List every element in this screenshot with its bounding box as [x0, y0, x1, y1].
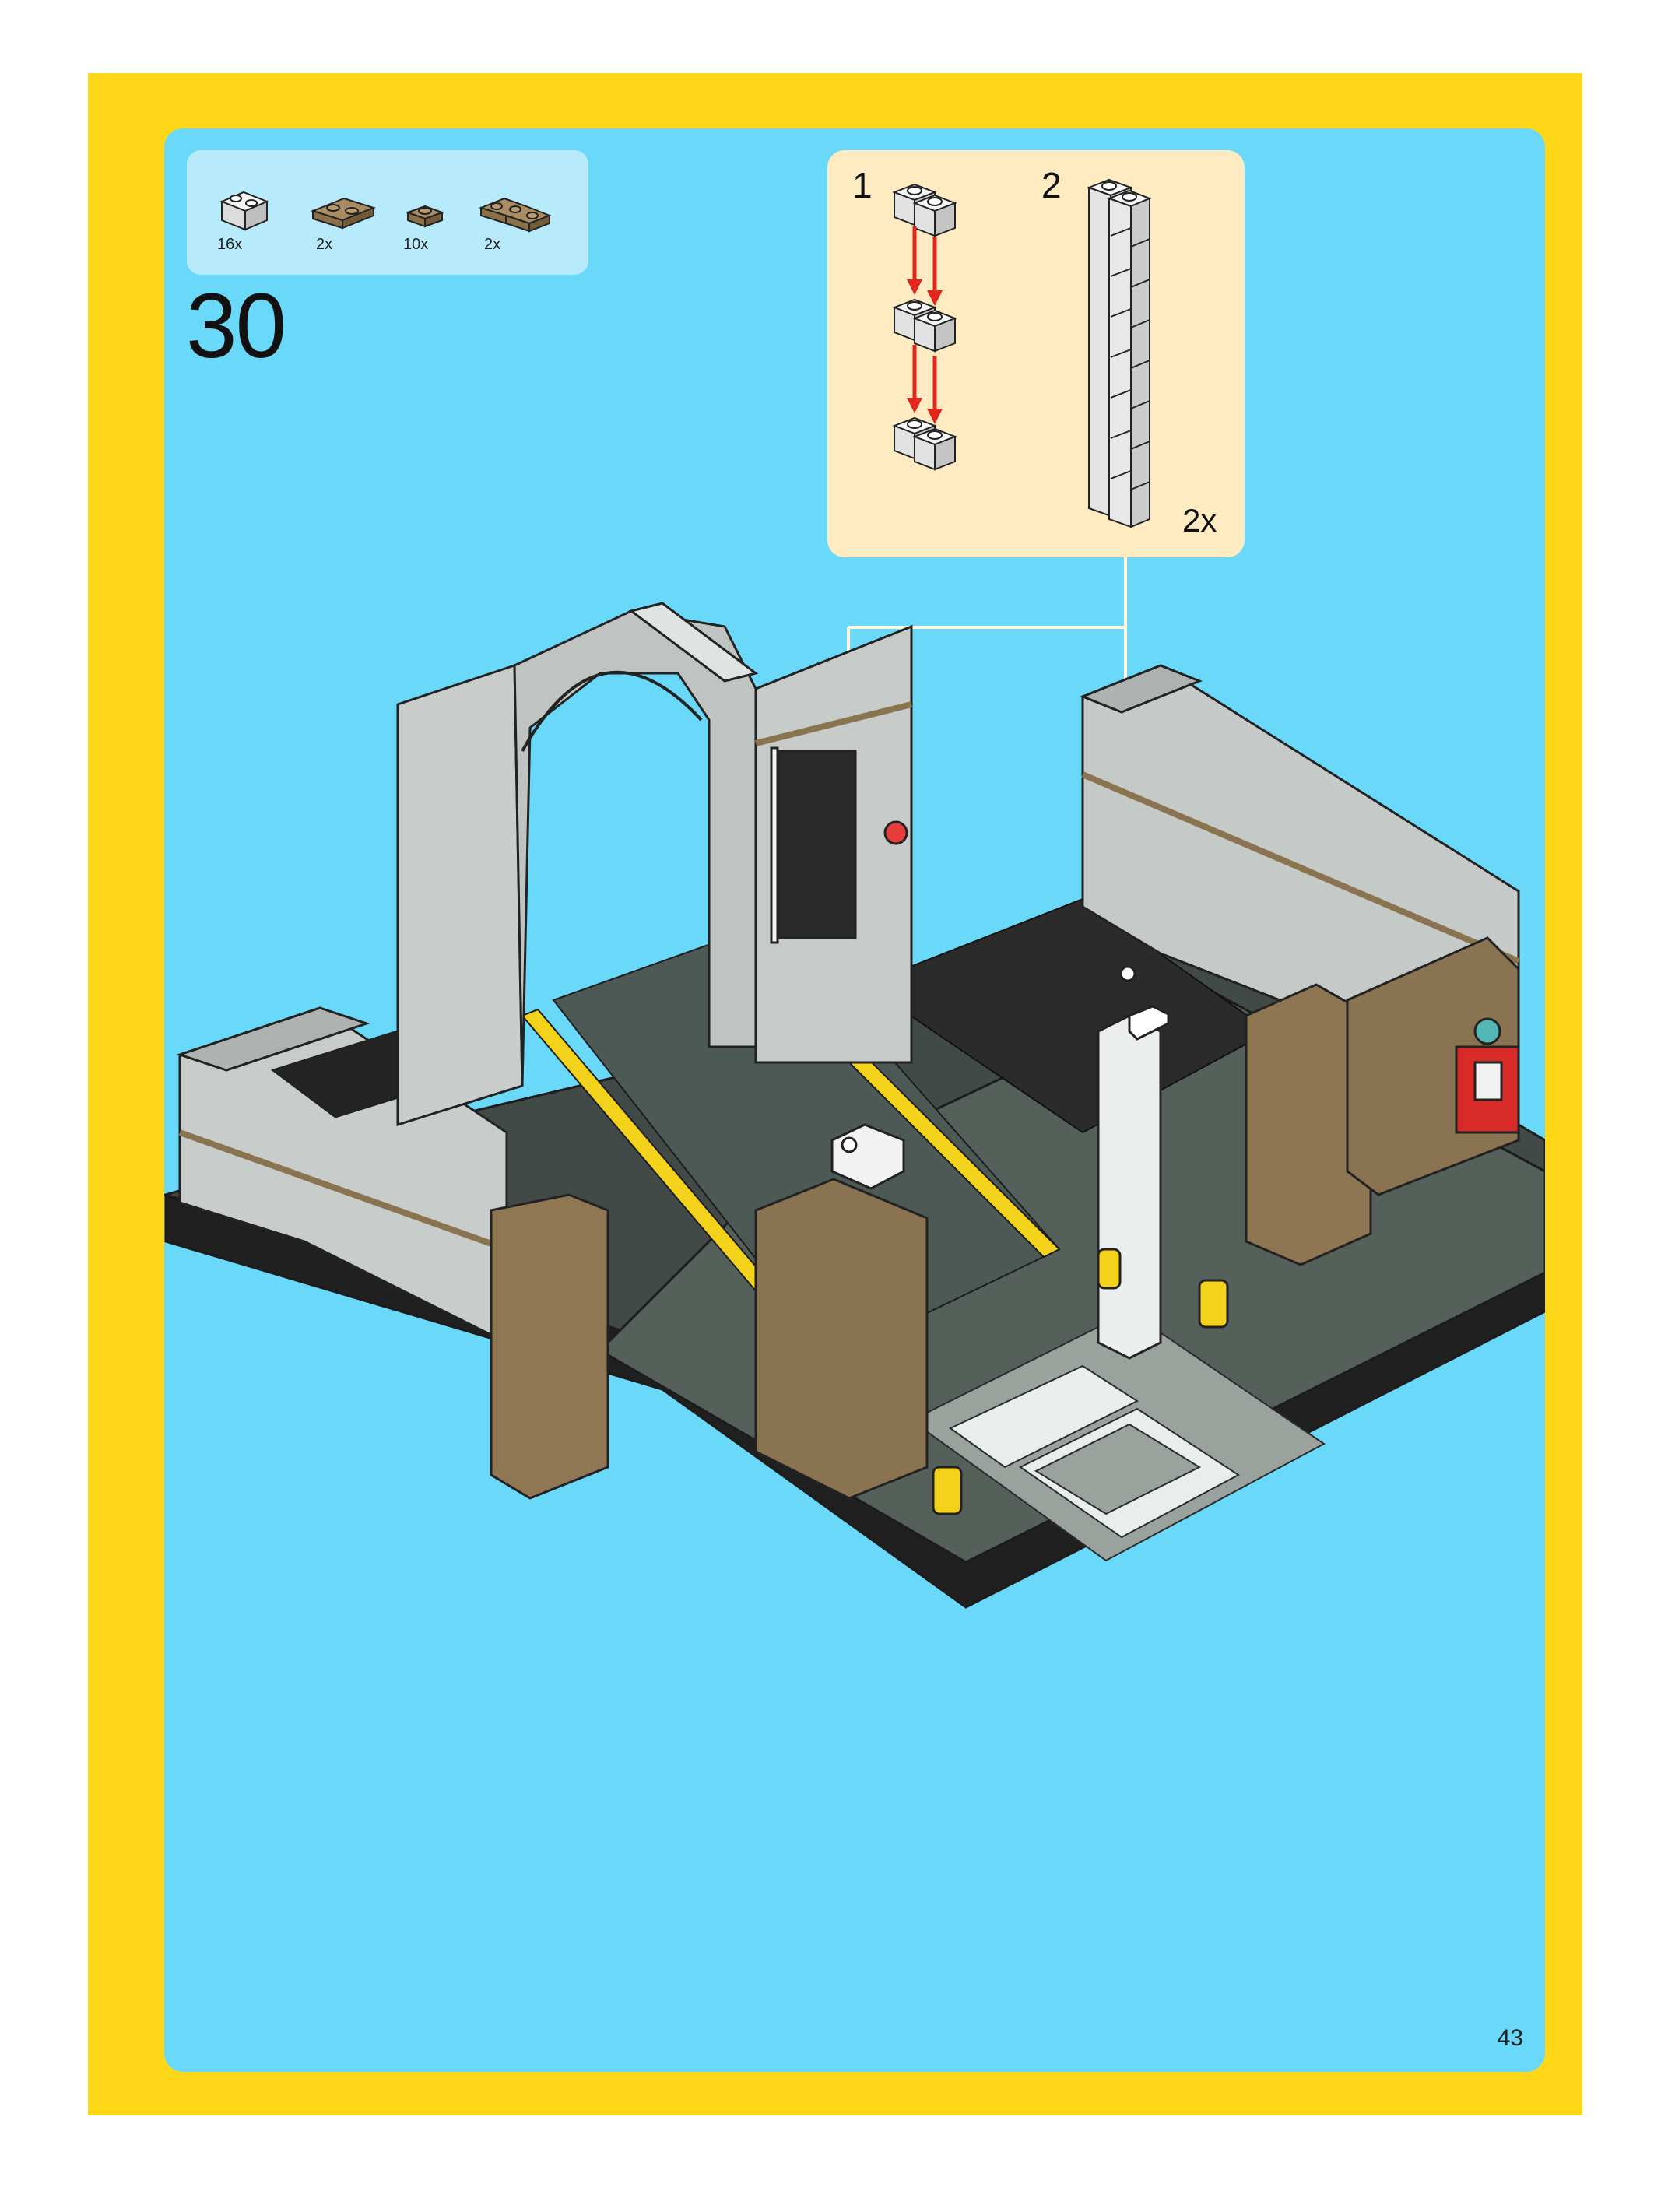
tan-plate-1x2-icon [311, 197, 376, 230]
center-tower [754, 624, 913, 1064]
sub-assembly-illustration [892, 178, 1152, 528]
white-brick-stack-icon [892, 183, 957, 471]
tan-pillars [490, 936, 1520, 1500]
fire-box [1455, 1017, 1520, 1134]
instruction-canvas: 16x 2x 10x [164, 128, 1545, 2072]
yellow-bollards [932, 1248, 1229, 1515]
part-item: 2x [310, 184, 377, 253]
step-number: 30 [186, 275, 286, 377]
part-quantity: 16x [217, 236, 243, 253]
arch [396, 602, 759, 1127]
part-quantity: 2x [484, 236, 501, 253]
part-item: 2x [478, 184, 553, 253]
plaza [910, 1310, 1326, 1562]
tan-plate-1x1-icon [406, 205, 444, 228]
part-quantity: 10x [403, 236, 429, 253]
tan-corner-plate-icon [479, 197, 552, 233]
sub-assembly-panel: 1 2 2x [827, 150, 1245, 557]
model-illustration [164, 557, 1545, 1609]
page-number: 43 [1497, 2025, 1523, 2051]
sub-assembly-multiplier: 2x [1182, 502, 1217, 539]
part-quantity: 2x [316, 236, 333, 253]
white-column-icon [1087, 178, 1152, 528]
page-frame: 16x 2x 10x [88, 73, 1582, 2115]
parts-list-panel: 16x 2x 10x [187, 150, 588, 275]
white-brick-1x2-icon [219, 191, 269, 231]
red-arrow-icon [907, 226, 943, 424]
sub-step-1-label: 1 [852, 165, 873, 205]
sub-step-2-label: 2 [1041, 165, 1062, 205]
part-item: 16x [217, 184, 272, 253]
part-item: 10x [403, 184, 447, 253]
